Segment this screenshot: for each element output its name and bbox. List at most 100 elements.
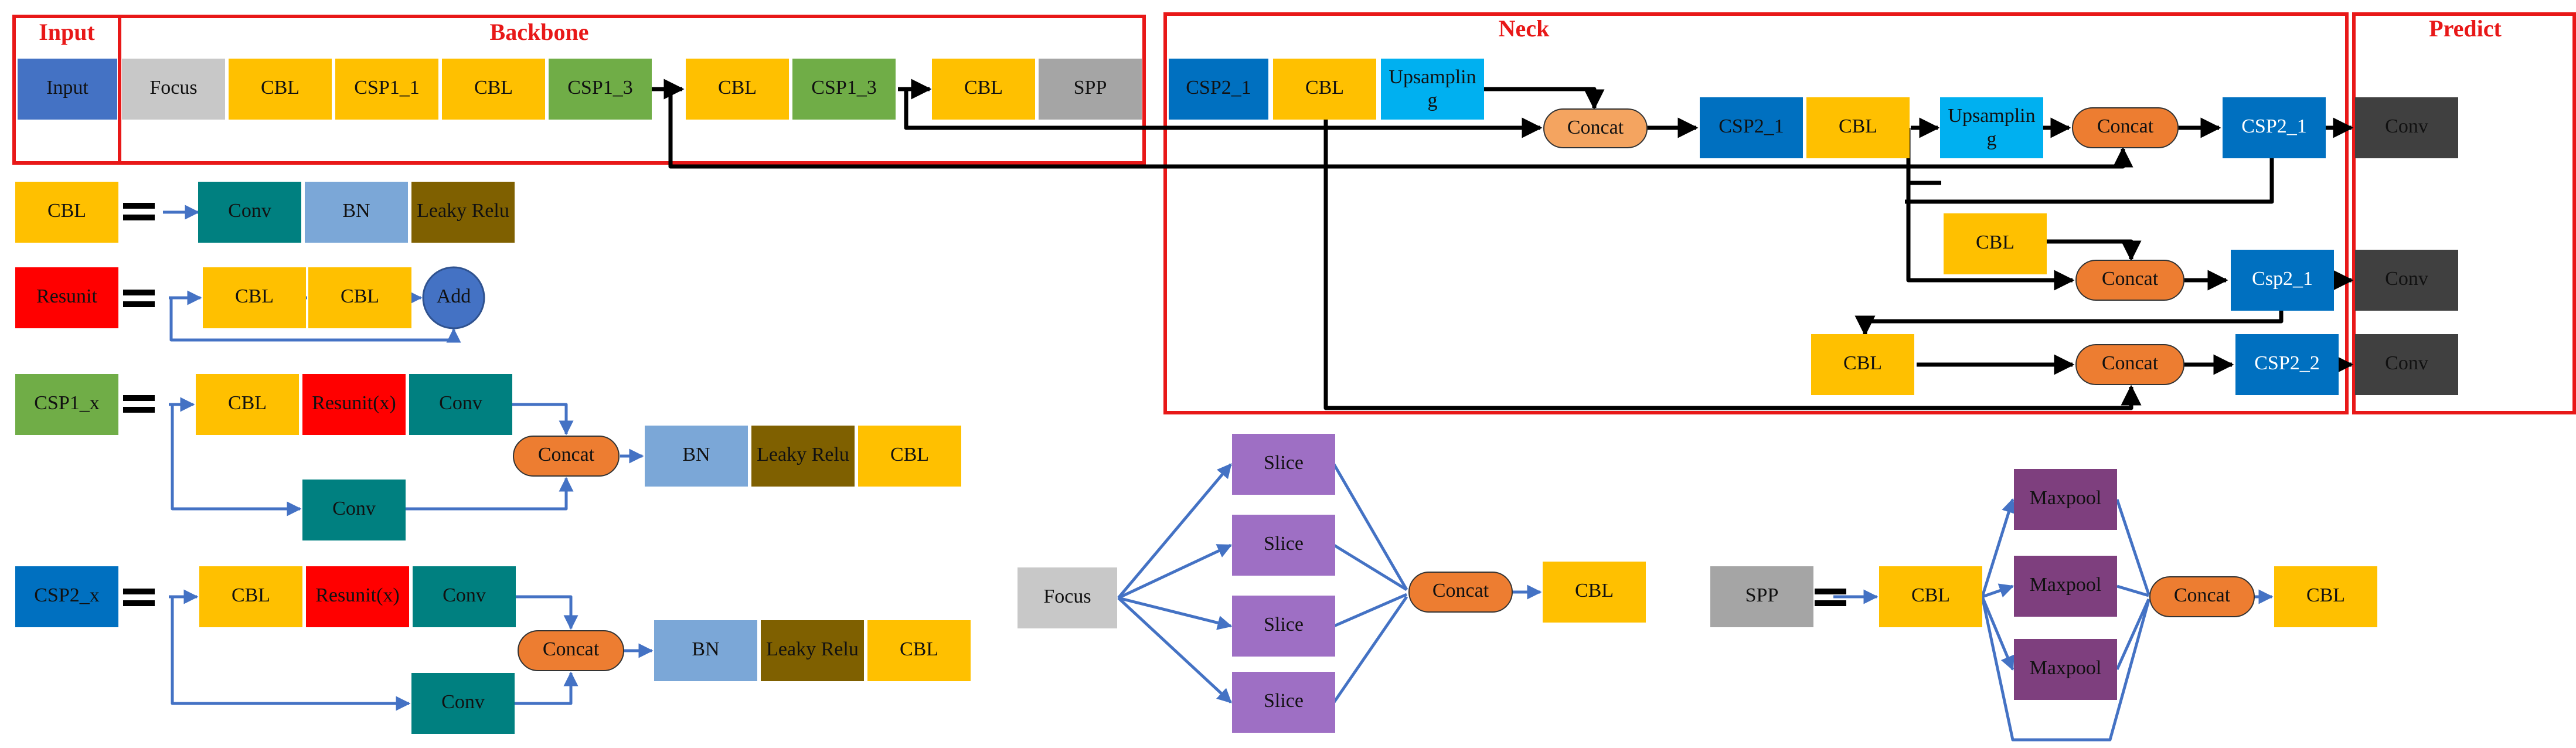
def-cbl-leaky-block — [411, 182, 515, 243]
arrow-slice4-concat — [1332, 596, 1408, 703]
csp1-3-block-1-label: CSP1_3 — [567, 77, 633, 98]
def-csp1x-conv-1 — [409, 374, 512, 435]
def-csp2x-conv-1 — [413, 566, 516, 627]
neck-csp2-2-block — [2235, 334, 2339, 395]
def-cbl-conv-label: Conv — [228, 200, 271, 222]
arrow-slice2-concat — [1333, 543, 1408, 591]
upsampling-block-2-label-2: g — [1987, 128, 1997, 150]
def-csp1x-cbl-2 — [858, 426, 961, 487]
csp2x-definition: CSP2_x CBL Resunit(x) Conv Conv Concat B… — [15, 566, 971, 734]
neck-cbl-block-2-label: CBL — [1839, 115, 1877, 137]
upsampling-block-1 — [1381, 59, 1484, 120]
csp1-3-block-2-label: CSP1_3 — [811, 77, 877, 98]
def-resunit-block — [15, 267, 118, 328]
neck-blocks: CSP2_1 CBL Upsamplin g Concat CSP2_1 CBL… — [1169, 59, 2339, 395]
cbl-block-2-label: CBL — [474, 77, 513, 98]
black-connectors — [651, 79, 2354, 410]
arrow-csp2x-bottom — [171, 597, 411, 711]
concat-block-2-label: Concat — [2097, 115, 2154, 137]
cbl-block-3 — [686, 59, 789, 120]
def-spp-concat — [2149, 576, 2255, 617]
csp1-3-block-2 — [792, 59, 896, 120]
def-csp2x-conv-2 — [411, 673, 515, 734]
def-csp1x-cbl-2-label: CBL — [890, 444, 929, 465]
equals-signs — [123, 203, 1846, 606]
predict-conv-block-3 — [2355, 334, 2458, 395]
arrow-focus-slice1 — [1117, 463, 1232, 599]
def-focus-slice-4-label: Slice — [1264, 690, 1304, 712]
concat-block-3-label: Concat — [2102, 268, 2159, 290]
predict-conv-block-3-label: Conv — [2385, 352, 2428, 374]
def-csp2x-resunit-label: Resunit(x) — [315, 584, 400, 606]
def-focus-slice-2-label: Slice — [1264, 533, 1304, 555]
arrow-csp1x-conv2-to-concat — [404, 477, 574, 511]
arrow-focus-slice2 — [1117, 543, 1233, 600]
def-csp2x-cbl-2 — [867, 620, 971, 681]
neck-cbl-block-3-label: CBL — [1976, 232, 2014, 253]
def-spp-concat-label: Concat — [2174, 584, 2231, 606]
def-cbl-block-label: CBL — [47, 200, 86, 222]
neck-cbl-block-4 — [1811, 334, 1914, 395]
def-csp2x-cbl-label: CBL — [232, 584, 270, 606]
def-cbl-conv-block — [198, 182, 301, 243]
def-csp1x-label: CSP1_x — [34, 392, 100, 414]
def-csp1x-bn-label: BN — [682, 444, 710, 465]
def-spp-label: SPP — [1745, 584, 1779, 606]
cbl-block-3-label: CBL — [718, 77, 757, 98]
def-cbl-block — [15, 182, 118, 243]
neck-csp2-1-block-1-label: CSP2_1 — [1186, 77, 1251, 98]
def-csp1x-conv-1-label: Conv — [439, 392, 482, 414]
def-focus-concat — [1408, 572, 1513, 613]
section-titles: Input Backbone Neck Predict — [39, 15, 2502, 45]
csp1-1-block — [335, 59, 438, 120]
arrow-csp1x-bottom — [171, 404, 302, 516]
def-csp1x-resunit — [302, 374, 406, 435]
def-focus-slice-3 — [1232, 596, 1335, 657]
concat-block-4 — [2075, 344, 2184, 385]
def-resunit-cbl-1-label: CBL — [235, 285, 274, 307]
input-block — [18, 59, 117, 120]
predict-conv-block-2 — [2355, 250, 2458, 311]
def-csp2x-bn-label: BN — [692, 638, 719, 660]
neck-csp2-1-block-4 — [2231, 250, 2334, 311]
concat-block-4-label: Concat — [2102, 352, 2159, 374]
def-cbl-bn-block — [305, 182, 408, 243]
arrow-backbone-long-to-concat2 — [668, 89, 2133, 169]
cbl-block-1 — [229, 59, 332, 120]
concat-block-1-label: Concat — [1567, 117, 1624, 138]
def-csp2x-conv-1-label: Conv — [443, 584, 486, 606]
def-focus-slice-2 — [1232, 515, 1335, 576]
def-spp-cbl-2 — [2274, 566, 2377, 627]
def-cbl-bn-label: BN — [342, 200, 370, 222]
def-spp-maxpool-1-label: Maxpool — [2030, 487, 2102, 509]
arrow-spp-to-maxpool3 — [1981, 596, 2014, 671]
predict-conv-block-2-label: Conv — [2385, 268, 2428, 290]
backbone-frame — [118, 15, 1146, 165]
def-resunit-cbl-2-label: CBL — [341, 285, 379, 307]
arrow-csp1x-conv-to-concat — [511, 403, 574, 436]
input-block-label: Input — [46, 77, 89, 98]
focus-definition: Focus Slice Slice Slice Slice Concat CBL — [1018, 434, 1646, 733]
def-csp2x-leaky-label: Leaky Relu — [766, 638, 859, 660]
def-spp-maxpool-2 — [2014, 556, 2117, 617]
def-csp2x-concat-label: Concat — [543, 638, 600, 660]
def-cbl-leaky-label: Leaky Relu — [417, 200, 509, 222]
cbl-block-4 — [932, 59, 1035, 120]
arrow-cbl-down-route — [1906, 128, 2075, 291]
equals-sign-csp2x — [123, 589, 155, 594]
def-spp-maxpool-3 — [2014, 639, 2117, 700]
focus-block — [122, 59, 225, 120]
def-resunit-add — [422, 266, 485, 329]
def-csp1x-concat-label: Concat — [538, 444, 595, 465]
arrow-slice3-concat — [1333, 593, 1407, 628]
section-title-predict: Predict — [2429, 15, 2502, 42]
predict-blocks: Conv Conv Conv — [2355, 97, 2458, 395]
def-focus-block — [1018, 567, 1117, 628]
def-csp1x-resunit-label: Resunit(x) — [312, 392, 396, 414]
neck-csp2-1-block-1 — [1169, 59, 1268, 120]
def-spp-block — [1710, 566, 1813, 627]
arrow-backbone-to-concat1 — [904, 89, 1543, 138]
def-csp2x-block — [15, 566, 118, 627]
def-resunit-add-label: Add — [437, 285, 471, 307]
